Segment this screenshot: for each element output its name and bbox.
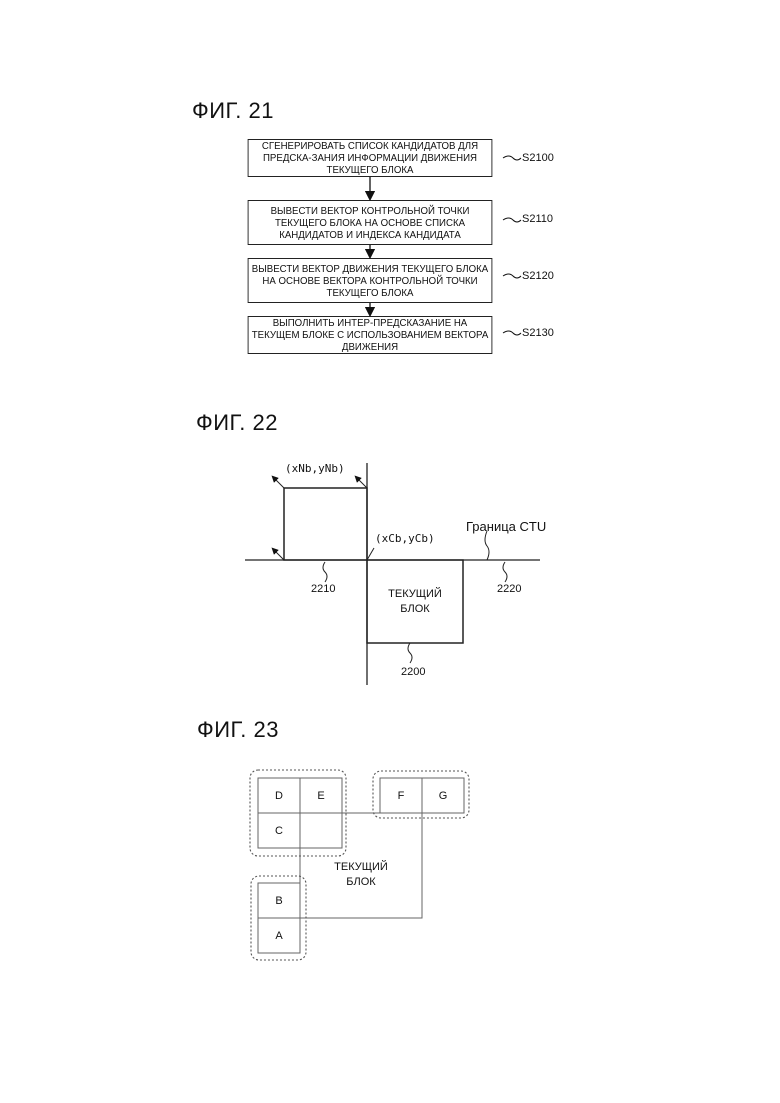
ctu-boundary-label: Граница CTU bbox=[466, 519, 546, 534]
cell-G: G bbox=[422, 778, 464, 813]
cell-F: F bbox=[380, 778, 422, 813]
fig23-current-block-line1: ТЕКУЩИЙ bbox=[326, 860, 396, 875]
current-block-label: ТЕКУЩИЙ БЛОК bbox=[367, 587, 463, 617]
current-block-line2: БЛОК bbox=[367, 602, 463, 617]
fig22-title: ФИГ. 22 bbox=[196, 410, 278, 436]
fig22-geometry bbox=[245, 463, 540, 685]
fig23-current-block-label: ТЕКУЩИЙ БЛОК bbox=[326, 860, 396, 890]
cell-A: A bbox=[258, 918, 300, 953]
ref-2210: 2210 bbox=[311, 583, 335, 595]
ref-2220: 2220 bbox=[497, 583, 521, 595]
ref-2200: 2200 bbox=[401, 666, 425, 678]
neighbor-coordinate-label: (xNb,yNb) bbox=[285, 462, 345, 475]
cell-B: B bbox=[258, 883, 300, 918]
current-block-line1: ТЕКУЩИЙ bbox=[367, 587, 463, 602]
step-leaders bbox=[503, 156, 521, 335]
fig23-current-block-line2: БЛОК bbox=[326, 875, 396, 890]
cell-E: E bbox=[300, 778, 342, 813]
fig23-title: ФИГ. 23 bbox=[197, 717, 279, 743]
cell-C: C bbox=[258, 813, 300, 848]
cell-D: D bbox=[258, 778, 300, 813]
current-coordinate-label: (xCb,yCb) bbox=[375, 532, 435, 545]
